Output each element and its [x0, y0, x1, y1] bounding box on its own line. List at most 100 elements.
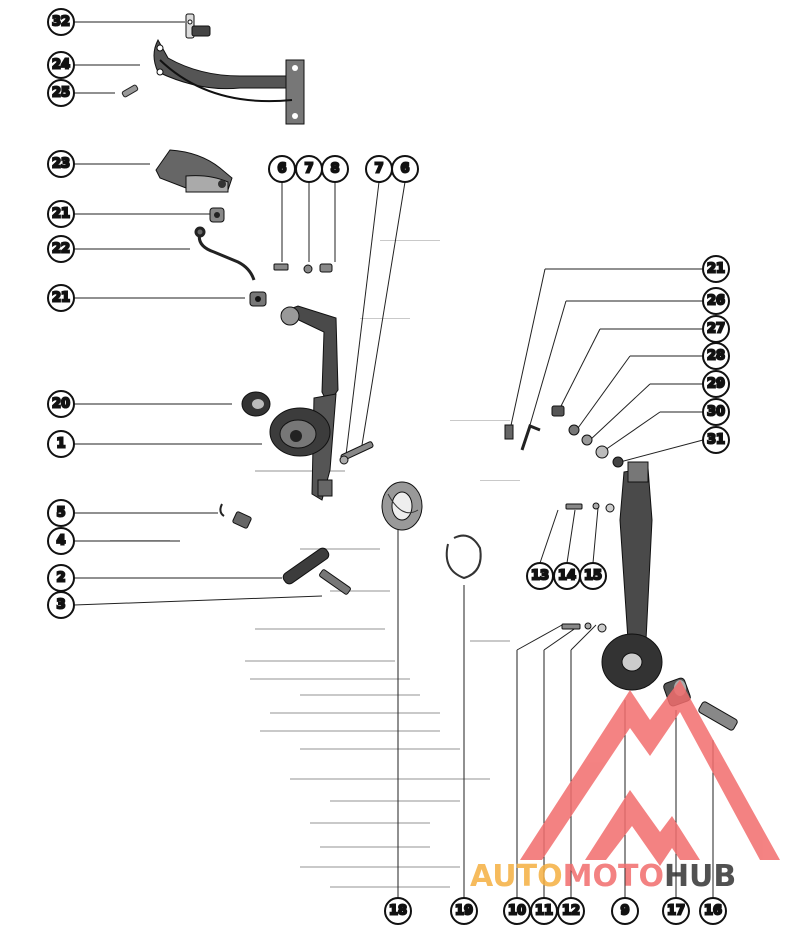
part-6-7-8-small-hardware-left — [273, 263, 333, 274]
part-20-washer — [241, 391, 271, 417]
callout-8-label: 8 — [330, 162, 339, 177]
part-10-11-12-screw-washer — [561, 622, 607, 633]
callout-32: 32 — [47, 8, 75, 36]
watermark: AUTOMOTOHUB — [470, 680, 780, 894]
callout-23-label: 23 — [52, 157, 70, 172]
callout-20-label: 20 — [52, 397, 70, 412]
callout-31: 31 — [702, 426, 730, 454]
callout-14: 14 — [553, 562, 581, 590]
callout-11-label: 11 — [535, 904, 553, 919]
watermark-auto: AUTO — [470, 859, 563, 894]
callout-18-label: 18 — [389, 904, 407, 919]
callout-1: 1 — [47, 430, 75, 458]
part-21-bushing-b — [249, 291, 267, 307]
callout-21-a-label: 21 — [52, 207, 70, 222]
callout-19: 19 — [450, 897, 478, 925]
callout-4-label: 4 — [56, 534, 65, 549]
watermark-hub: HUB — [664, 859, 736, 894]
callout-10-label: 10 — [508, 904, 526, 919]
part-24-bracket — [153, 38, 305, 125]
callout-18: 18 — [384, 897, 412, 925]
callout-14-label: 14 — [558, 569, 576, 584]
callout-16-label: 16 — [704, 904, 722, 919]
callout-25-label: 25 — [52, 86, 70, 101]
callout-29: 29 — [702, 370, 730, 398]
callout-10: 10 — [503, 897, 531, 925]
part-21-26-31-right-hardware — [504, 405, 624, 468]
callout-15: 15 — [579, 562, 607, 590]
callout-24-label: 24 — [52, 58, 70, 73]
part-16-bolt — [698, 701, 738, 731]
callout-21-c: 21 — [702, 255, 730, 283]
part-9-throttle-lever — [601, 461, 663, 691]
watermark-moto: MOTO — [563, 859, 664, 894]
callout-7-b-label: 7 — [374, 162, 383, 177]
callout-1-label: 1 — [56, 437, 65, 452]
logo-shape — [520, 680, 780, 866]
part-23-cover — [155, 149, 233, 193]
part-5-clip — [219, 503, 225, 517]
part-1-throttle-arm-cam — [269, 305, 339, 501]
callout-15-label: 15 — [584, 569, 602, 584]
callout-26-label: 26 — [707, 294, 725, 309]
callout-28: 28 — [702, 342, 730, 370]
callout-25: 25 — [47, 79, 75, 107]
part-25-pin — [121, 84, 139, 98]
callouts: 32 24 25 23 21 22 21 20 1 5 4 2 3 6 7 8 … — [47, 8, 730, 925]
callout-26: 26 — [702, 287, 730, 315]
callout-12-label: 12 — [562, 904, 580, 919]
part-2-spring — [282, 547, 330, 585]
bleed-through-noise — [110, 240, 520, 888]
callout-32-label: 32 — [52, 15, 70, 30]
part-4-nut — [232, 511, 252, 529]
callout-4: 4 — [47, 527, 75, 555]
callout-13: 13 — [526, 562, 554, 590]
callout-11: 11 — [530, 897, 558, 925]
callout-17: 17 — [662, 897, 690, 925]
part-3-bolt — [319, 569, 351, 595]
callout-21-b-label: 21 — [52, 291, 70, 306]
callout-17-label: 17 — [667, 904, 685, 919]
part-21-bushing-a — [209, 207, 225, 223]
callout-28-label: 28 — [707, 349, 725, 364]
callout-24: 24 — [47, 51, 75, 79]
callout-13-label: 13 — [531, 569, 549, 584]
callout-27: 27 — [702, 315, 730, 343]
callout-2: 2 — [47, 564, 75, 592]
callout-9-label: 9 — [620, 904, 629, 919]
callout-5-label: 5 — [56, 506, 65, 521]
leader-lines — [73, 21, 714, 898]
callout-29-label: 29 — [707, 377, 725, 392]
callout-6-b: 6 — [391, 155, 419, 183]
callout-7-a-label: 7 — [304, 162, 313, 177]
part-32-clip — [185, 13, 211, 39]
callout-7-b: 7 — [365, 155, 393, 183]
callout-3-label: 3 — [56, 598, 65, 613]
callout-6-b-label: 6 — [400, 162, 409, 177]
part-13-14-15-screw-washer — [565, 502, 615, 513]
callout-7-a: 7 — [295, 155, 323, 183]
part-18-sleeve — [381, 481, 423, 531]
callout-30: 30 — [702, 398, 730, 426]
callout-27-label: 27 — [707, 322, 725, 337]
part-22-link-rod — [194, 226, 256, 281]
triangle-m-logo-icon — [520, 680, 780, 866]
callout-21-c-label: 21 — [707, 262, 725, 277]
callout-9: 9 — [611, 897, 639, 925]
callout-6-a-label: 6 — [277, 162, 286, 177]
watermark-text: AUTOMOTOHUB — [470, 859, 736, 894]
callout-6-a: 6 — [268, 155, 296, 183]
callout-31-label: 31 — [707, 433, 725, 448]
callout-3: 3 — [47, 591, 75, 619]
callout-16: 16 — [699, 897, 727, 925]
callout-5: 5 — [47, 499, 75, 527]
callout-2-label: 2 — [56, 571, 65, 586]
callout-12: 12 — [557, 897, 585, 925]
part-7-6-screw-right — [339, 441, 374, 465]
callout-21-a: 21 — [47, 200, 75, 228]
part-19-clip-spring — [445, 534, 482, 580]
callout-23: 23 — [47, 150, 75, 178]
callout-30-label: 30 — [707, 405, 725, 420]
callout-8: 8 — [321, 155, 349, 183]
